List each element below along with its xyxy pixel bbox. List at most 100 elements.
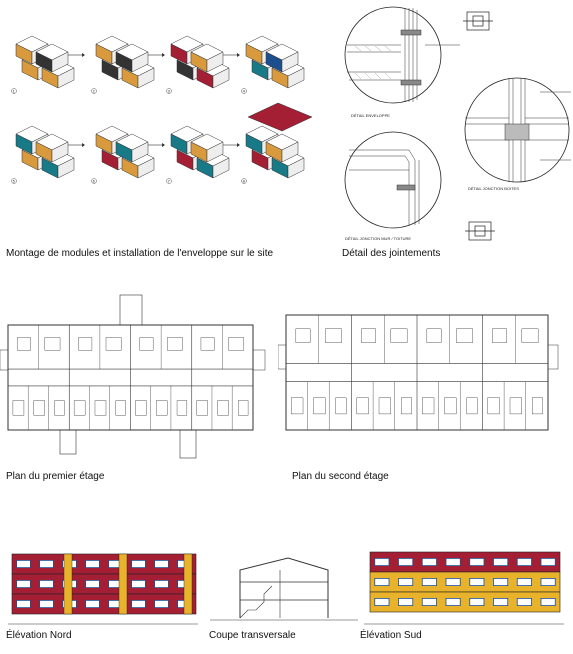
section-stair (239, 585, 273, 619)
window (540, 557, 556, 566)
assembly-step-6: 6 (91, 125, 165, 184)
step-marker (166, 178, 172, 184)
assembly-step-2: 2 (91, 35, 165, 94)
window (39, 600, 54, 609)
window (421, 578, 437, 587)
plan-first-floor-drawing (0, 294, 266, 459)
stair-south-a (59, 429, 77, 455)
step-number: 1 (13, 89, 16, 94)
window (39, 580, 54, 589)
window (85, 559, 100, 568)
caption-section: Coupe transversale (209, 630, 296, 641)
step-marker (241, 88, 247, 94)
plan-walls (278, 314, 559, 431)
detail-envelope: DÉTAIL ENVELOPPE (344, 6, 460, 118)
window (421, 598, 437, 607)
step-marker (91, 178, 97, 184)
assembly-diagram: 1 2 3 4 5 6 7 8 (0, 0, 320, 255)
step-marker (241, 178, 247, 184)
plan-second-floor-drawing (278, 314, 559, 431)
assembly-step-4: 4 (241, 35, 305, 94)
detail-box-label: DÉTAIL JONCTION BOITES (468, 186, 519, 191)
window (131, 559, 146, 568)
step-arrow-head (162, 53, 165, 57)
step-arrow-head (237, 53, 240, 57)
detail-wall-roof-label: DÉTAIL JONCTION MUR / TOITURE (345, 236, 411, 241)
window (421, 557, 437, 566)
joint-details-drawing: DÉTAIL ENVELOPPE DÉTAIL JONCTION BOITES (344, 6, 571, 241)
stair-north (119, 294, 143, 326)
window (398, 557, 414, 566)
window (374, 598, 390, 607)
assembly-step-1: 1 (11, 35, 85, 94)
assembly-step-5: 5 (11, 125, 85, 184)
step-number: 7 (168, 179, 171, 184)
step-marker (11, 88, 17, 94)
assembly-step-8: 8 (241, 102, 313, 184)
window (374, 578, 390, 587)
step-number: 6 (93, 179, 96, 184)
elevation-north-drawing (8, 553, 198, 625)
window (516, 578, 532, 587)
joint-details: DÉTAIL ENVELOPPE DÉTAIL JONCTION BOITES (335, 0, 573, 250)
plan-walls (0, 294, 266, 459)
window (516, 557, 532, 566)
step-number: 3 (168, 89, 171, 94)
window (398, 578, 414, 587)
window (469, 557, 485, 566)
window (469, 578, 485, 587)
step-number: 5 (13, 179, 16, 184)
facade-row-2 (11, 573, 197, 595)
window (16, 559, 31, 568)
caption-details: Détail des jointements (342, 248, 441, 259)
window (85, 580, 100, 589)
step-marker (11, 178, 17, 184)
window (131, 600, 146, 609)
window (445, 578, 461, 587)
step-number: 2 (93, 89, 96, 94)
window (493, 557, 509, 566)
assembly-step-3: 3 (166, 35, 240, 94)
step-arrow-head (82, 53, 85, 57)
window (493, 598, 509, 607)
detail-key-icon-top (463, 11, 493, 31)
facade-row-2 (369, 571, 561, 593)
window (516, 598, 532, 607)
step-arrow-head (82, 143, 85, 147)
plan-second-floor (278, 300, 573, 445)
cross-section (210, 548, 358, 628)
step-marker (166, 88, 172, 94)
facade-row-1 (369, 551, 561, 573)
caption-elev-north: Élévation Nord (6, 630, 72, 641)
detail-envelope-label: DÉTAIL ENVELOPPE (351, 113, 390, 118)
caption-plan-second: Plan du second étage (292, 471, 389, 482)
window (398, 598, 414, 607)
detail-wall-roof: DÉTAIL JONCTION MUR / TOITURE (344, 131, 442, 241)
window (445, 598, 461, 607)
window (16, 600, 31, 609)
facade-row-3 (369, 591, 561, 613)
step-arrow-head (237, 143, 240, 147)
step-arrow-head (162, 143, 165, 147)
window (540, 578, 556, 587)
window (85, 600, 100, 609)
elevation-north (8, 548, 198, 628)
caption-assembly: Montage de modules et installation de l'… (6, 248, 274, 259)
elevation-south (364, 546, 564, 630)
window (39, 559, 54, 568)
step-number: 8 (243, 179, 246, 184)
window (154, 600, 169, 609)
step-marker (91, 88, 97, 94)
window (540, 598, 556, 607)
step-number: 4 (243, 89, 246, 94)
cross-section-drawing (210, 557, 358, 621)
window (131, 580, 146, 589)
facade-row-1 (11, 553, 197, 575)
window (154, 580, 169, 589)
elevation-south-drawing (364, 551, 564, 625)
caption-elev-south: Élévation Sud (360, 630, 422, 641)
plan-first-floor (0, 290, 275, 470)
caption-plan-first: Plan du premier étage (6, 471, 105, 482)
assembly-step-7: 7 (166, 125, 240, 184)
detail-box-junction: DÉTAIL JONCTION BOITES (464, 77, 571, 191)
